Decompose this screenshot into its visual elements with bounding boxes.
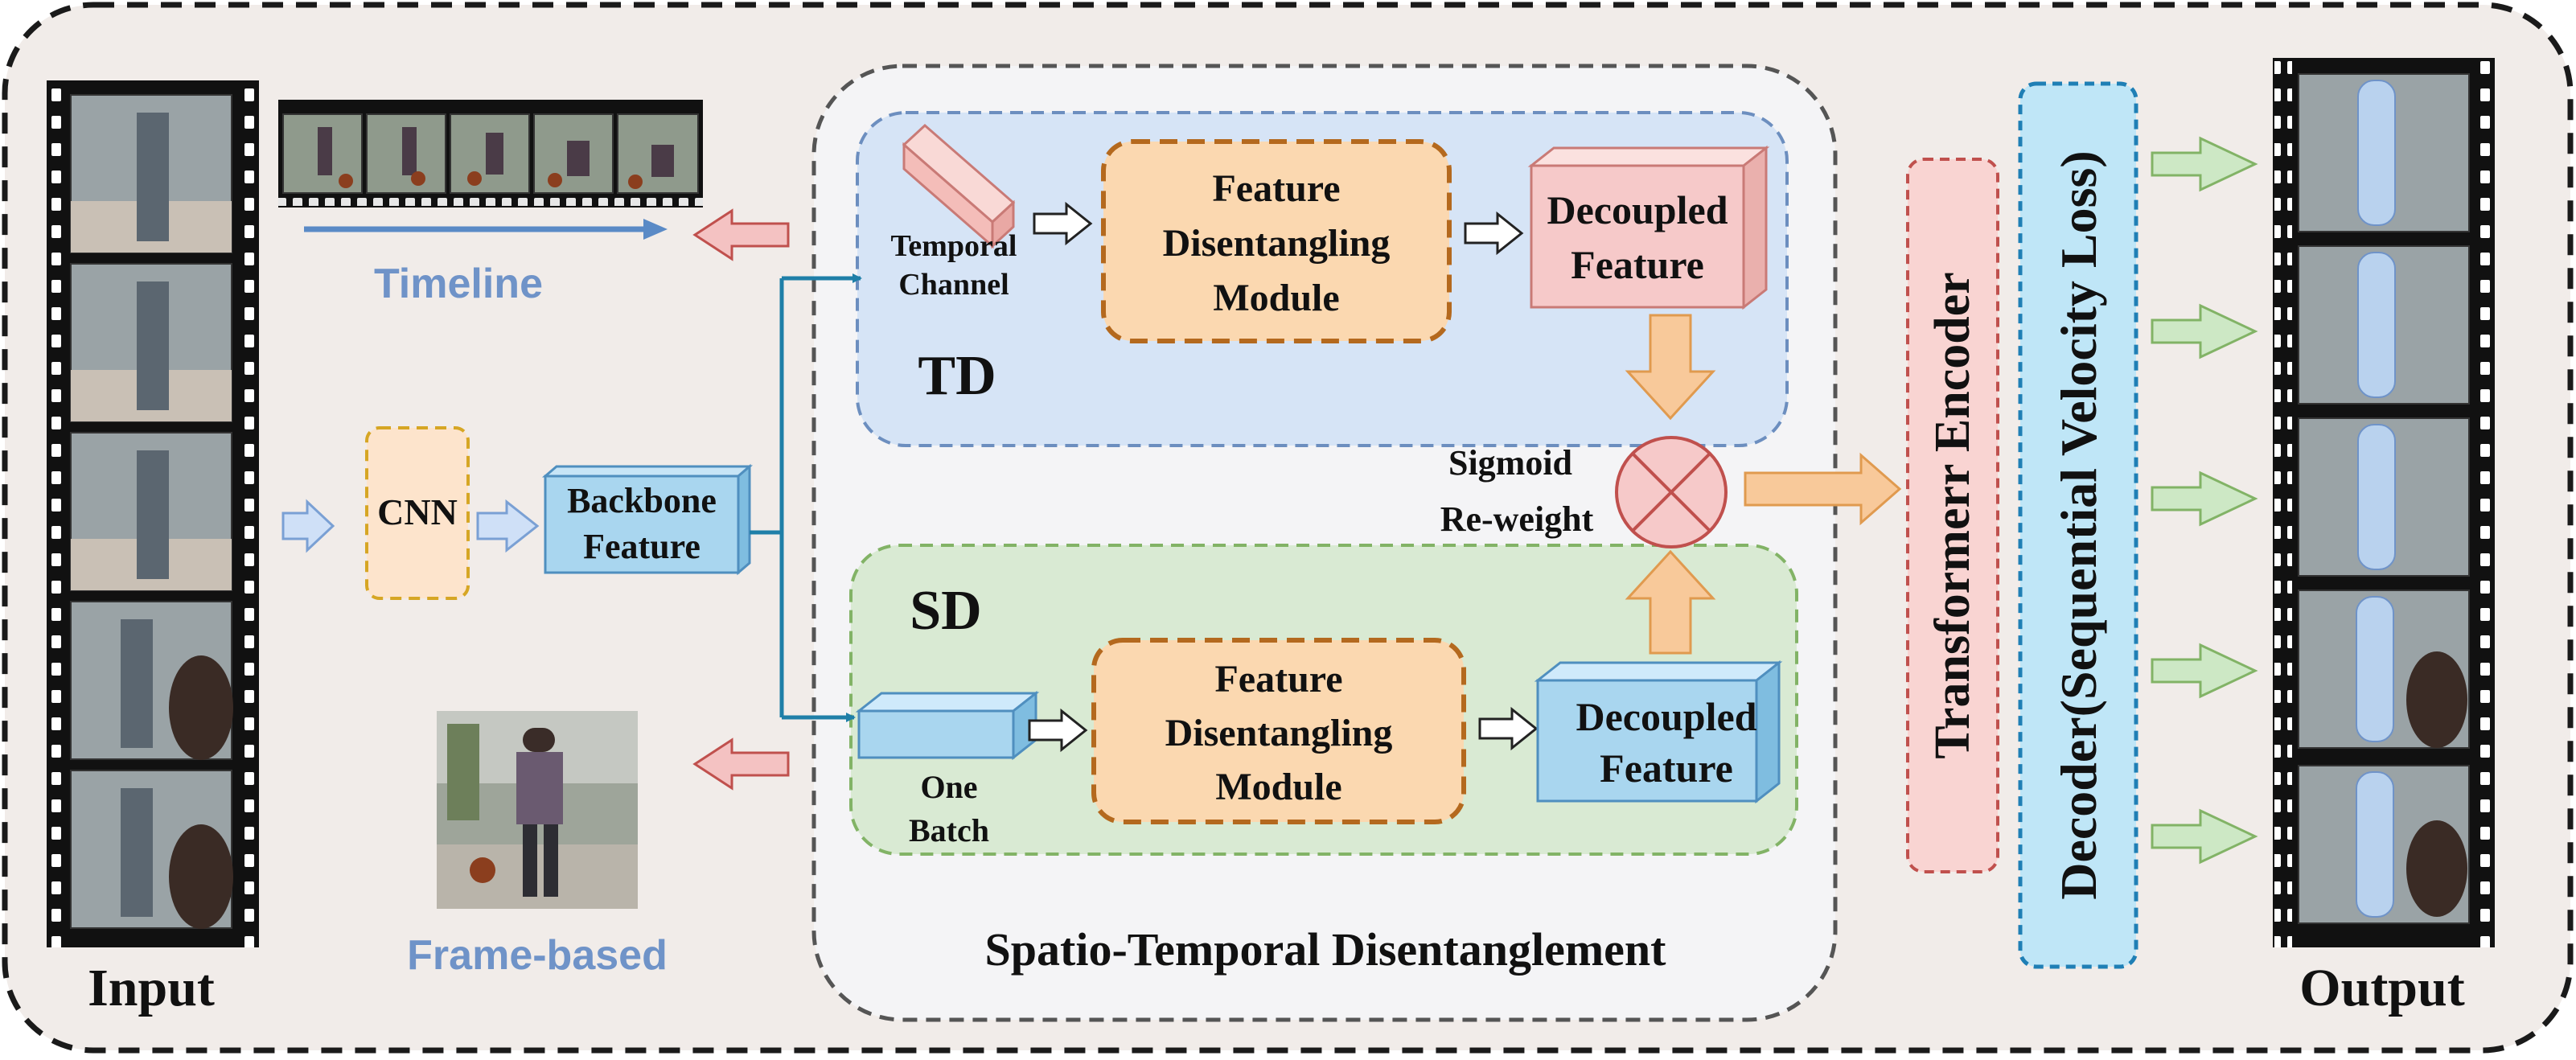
cnn-box (365, 426, 470, 600)
td-decoupled-feature-box (1527, 145, 1770, 310)
sd-decoupled-label-2: Feature (1600, 746, 1733, 791)
cnn-to-backbone-arrow-icon (476, 499, 540, 553)
sd-to-frame-arrow-icon (692, 737, 790, 791)
input-label: Input (88, 959, 215, 1017)
td-to-timeline-arrow-icon (692, 208, 790, 261)
spatio-temporal-label: Spatio-Temporal Disentanglement (985, 923, 1667, 976)
temporal-channel-shape (902, 123, 1016, 249)
backbone-branch-connector (750, 273, 862, 722)
output-arrows (2151, 136, 2258, 865)
sigmoid-label-2: Re-weight (1440, 499, 1594, 539)
timeline-film-strip (278, 100, 703, 207)
sd-decoupled-label-1: Decoupled (1576, 694, 1757, 739)
td-decoupled-label-1: Decoupled (1547, 187, 1728, 232)
multiply-circle-icon (1615, 436, 1728, 548)
sd-label: SD (910, 580, 981, 642)
output-arrow-5-icon (2151, 808, 2258, 865)
timeline-label: Timeline (374, 261, 543, 307)
one-batch-label-2: Batch (909, 812, 989, 848)
td-fdm-label-3: Module (1213, 277, 1339, 319)
one-batch-shape (855, 690, 1040, 761)
sd-to-multiply-arrow-icon (1625, 549, 1716, 655)
td-arrow-2-icon (1464, 211, 1524, 256)
td-label: TD (918, 345, 996, 407)
one-batch-label-1: One (920, 769, 977, 805)
output-label: Output (2299, 959, 2464, 1017)
output-arrow-2-icon (2151, 303, 2258, 359)
frame-based-image (437, 711, 638, 909)
sd-fdm-box (1091, 638, 1466, 824)
td-decoupled-label-2: Feature (1571, 242, 1704, 287)
output-arrow-1-icon (2151, 136, 2258, 192)
backbone-label-1: Backbone (567, 481, 717, 520)
output-film-strip (2273, 58, 2495, 947)
input-film-strip (47, 80, 259, 947)
td-to-multiply-arrow-icon (1625, 314, 1716, 421)
sd-fdm-label-2: Disentangling (1165, 712, 1393, 754)
backbone-label-2: Feature (583, 527, 700, 566)
sd-fdm-label-3: Module (1215, 766, 1341, 808)
frame-based-label: Frame-based (407, 932, 668, 979)
timeline-arrow-icon (643, 219, 668, 240)
output-arrow-4-icon (2151, 643, 2258, 699)
td-fdm-label-2: Disentangling (1163, 222, 1391, 265)
td-fdm-box (1101, 139, 1452, 343)
multiply-to-transformer-arrow-icon (1744, 452, 1902, 526)
transformer-encoder-label: Transformerr Encoder (1925, 272, 1980, 759)
transformer-encoder-box (1906, 158, 1999, 873)
backbone-feature-box (541, 463, 754, 576)
temporal-channel-label-2: Channel (898, 268, 1009, 302)
sigmoid-label-1: Sigmoid (1448, 443, 1572, 483)
td-arrow-1-icon (1033, 201, 1093, 246)
sd-fdm-label-1: Feature (1214, 658, 1342, 701)
sd-arrow-2-icon (1478, 706, 1539, 751)
input-to-cnn-arrow-icon (281, 499, 335, 553)
output-arrow-3-icon (2151, 470, 2258, 527)
sd-decoupled-feature-box (1534, 659, 1783, 804)
decoder-box (2018, 81, 2138, 969)
cnn-label: CNN (377, 491, 458, 532)
sd-arrow-1-icon (1028, 708, 1088, 753)
temporal-channel-label-1: Temporal (891, 229, 1017, 263)
decoder-label: Decoder(Sequential Velocity Loss) (2050, 150, 2107, 900)
td-fdm-label-1: Feature (1212, 167, 1340, 210)
